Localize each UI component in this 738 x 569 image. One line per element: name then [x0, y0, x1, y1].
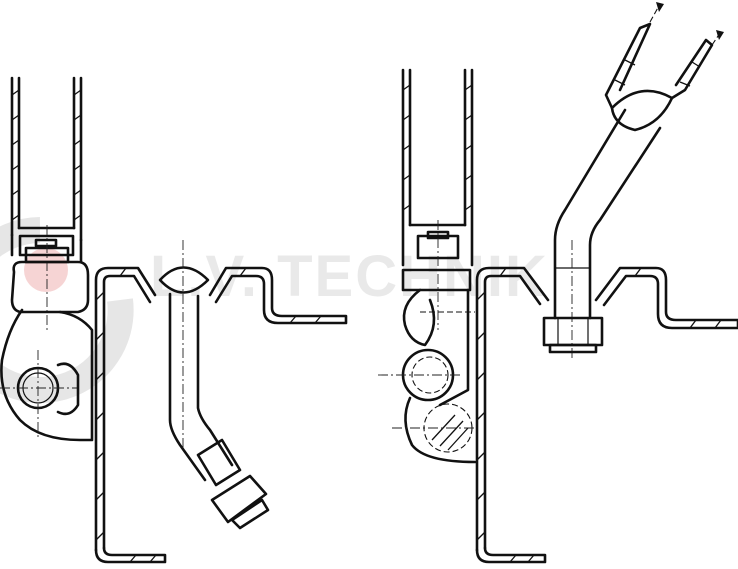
right-hook-clamp	[378, 268, 477, 464]
left-figure	[0, 76, 348, 564]
arrow-up-icon	[716, 30, 724, 40]
right-frame-profile	[401, 68, 474, 330]
right-figure	[378, 2, 738, 564]
left-bracket	[94, 266, 348, 564]
right-lifted-bolt	[542, 108, 662, 360]
left-frame-profile	[10, 76, 83, 264]
left-hook-clamp	[0, 260, 94, 442]
pull-arrows	[649, 2, 724, 46]
left-hanging-bolt	[158, 240, 270, 530]
left-clamp-bolt	[24, 225, 70, 330]
arrow-up-icon	[656, 2, 664, 12]
watermark-logo	[0, 217, 134, 403]
watermark-text: L.V. TECHNIK	[150, 244, 549, 309]
right-bracket	[475, 266, 738, 564]
